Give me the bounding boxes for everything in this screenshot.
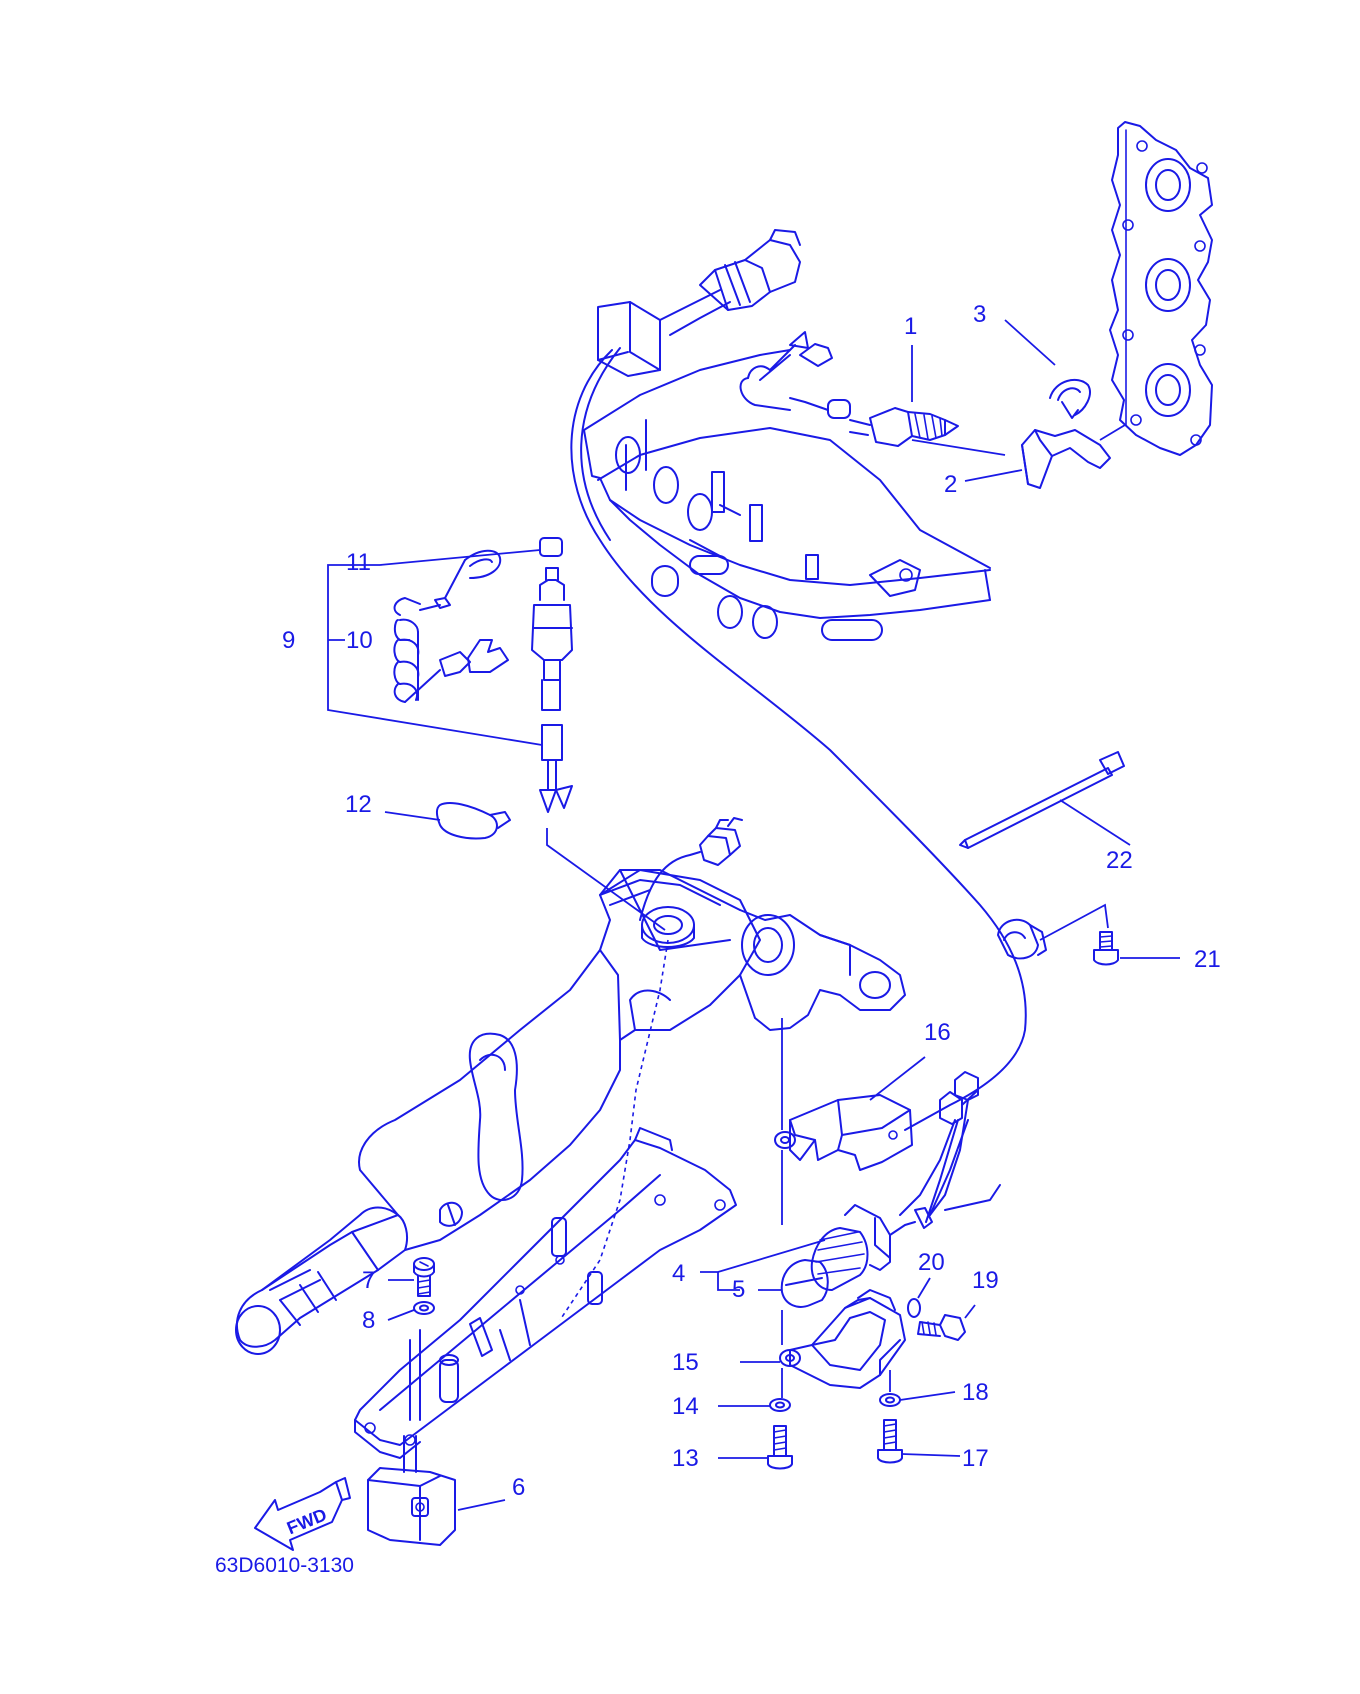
callout-2: 2 (944, 471, 957, 498)
washer-18 (879, 1393, 901, 1407)
clamp (997, 918, 1047, 960)
cable-tie (959, 751, 1125, 849)
callout-12: 12 (345, 791, 372, 818)
main-harness-wire (570, 349, 1027, 1131)
diagram-code: 63D6010-3130 (215, 1554, 354, 1577)
washer-20 (907, 1298, 921, 1318)
callout-11: 11 (346, 549, 371, 576)
bolt-13 (767, 1425, 793, 1470)
callout-3: 3 (973, 301, 986, 328)
washer-14 (769, 1398, 791, 1412)
callout-14: 14 (672, 1393, 699, 1420)
callout-9: 9 (282, 627, 295, 654)
tiller-handle (235, 869, 741, 1355)
callout-20: 20 (918, 1249, 945, 1276)
emergency-stop-switch (531, 537, 573, 813)
callout-21: 21 (1194, 946, 1221, 973)
cylinder-head-cover (1109, 121, 1213, 456)
callout-19: 19 (972, 1267, 999, 1294)
bolt-21 (1093, 931, 1119, 966)
washer-8 (413, 1301, 435, 1315)
tiller-harness-connector (639, 817, 743, 921)
callout-7: 7 (362, 1267, 375, 1294)
callout-17: 17 (962, 1445, 989, 1472)
switch-6 (367, 1435, 456, 1546)
callout-8: 8 (362, 1307, 375, 1334)
callout-10: 10 (346, 627, 373, 654)
callout-18: 18 (962, 1379, 989, 1406)
switch-holder-15 (779, 1289, 906, 1389)
main-switch (780, 1119, 1001, 1308)
clip (1049, 378, 1091, 419)
callout-15: 15 (672, 1349, 699, 1376)
switch-cover-16 (774, 1094, 913, 1171)
main-switch-plugs (939, 1071, 979, 1125)
callout-6: 6 (512, 1474, 525, 1501)
callout-1: 1 (904, 313, 917, 340)
callout-13: 13 (672, 1445, 699, 1472)
fwd-arrow (254, 1477, 351, 1551)
lanyard-clip (393, 549, 509, 703)
callout-22: 22 (1106, 847, 1133, 874)
callout-4: 4 (672, 1260, 685, 1287)
wire-band (436, 802, 511, 840)
callout-16: 16 (924, 1019, 951, 1046)
bolt-17 (877, 1419, 903, 1464)
tiller-base-plate (354, 1127, 737, 1459)
thermo-switch (739, 331, 959, 447)
tiller-bracket-head (599, 869, 906, 1031)
screw-19 (917, 1314, 966, 1341)
callout-5: 5 (732, 1276, 745, 1303)
screw-7 (413, 1257, 435, 1297)
harness-connector-top (597, 229, 801, 377)
bottom-cowling (583, 349, 991, 641)
bracket (1021, 429, 1111, 489)
